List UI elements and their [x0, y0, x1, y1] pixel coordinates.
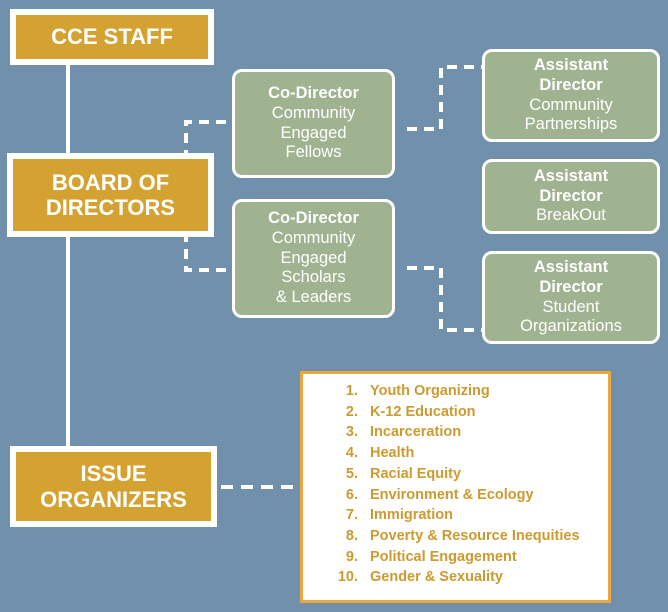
assistant-director-title: Director [539, 277, 603, 296]
co-director-line: Engaged [280, 248, 347, 267]
co-director-line: Engaged [280, 123, 347, 142]
co-director-line: Fellows [285, 143, 342, 162]
codirector1-assistant1-connector [407, 65, 482, 131]
issue-item: 10. Gender & Sexuality [303, 567, 608, 588]
assistant-director-line: Organizations [520, 317, 622, 336]
assistant-director-student-orgs-box: Assistant Director Student Organizations [482, 251, 660, 344]
assistant-director-line: Student [542, 297, 600, 316]
assistant-director-title: Director [539, 75, 603, 94]
issue-organizers-line-2: ORGANIZERS [40, 486, 187, 512]
issue-list: 1. Youth Organizing 2. K-12 Education 3. In… [303, 381, 608, 588]
co-director-line: Scholars [281, 268, 346, 287]
co-director-line: & Leaders [275, 288, 352, 307]
cce-staff-box: CCE STAFF [10, 9, 214, 65]
assistant-director-title: Director [539, 186, 603, 205]
issue-label: Immigration [370, 507, 453, 524]
co-director-title: Co-Director [268, 209, 359, 227]
assistant-director-title: Assistant [533, 257, 609, 276]
issue-item: 7. Immigration [303, 505, 608, 526]
issue-number: 10. [337, 569, 358, 586]
issue-number: 1. [345, 383, 358, 399]
assistant-director-partnerships-box: Assistant Director Community Partnership… [482, 49, 660, 142]
issue-item: 9. Political Engagement [303, 547, 608, 568]
issue-item: 2. K-12 Education [303, 402, 608, 423]
issue-number: 6. [345, 486, 358, 503]
assistant-director-line: BreakOut [536, 206, 606, 225]
co-director-title: Co-Director [268, 83, 359, 102]
issue-number: 3. [345, 424, 358, 441]
cce-staff-label: CCE STAFF [51, 24, 173, 50]
issue-item: 4. Health [303, 443, 608, 464]
assistant-director-breakout-box: Assistant Director BreakOut [482, 159, 660, 234]
issue-label: Political Engagement [370, 548, 517, 565]
issue-number: 9. [345, 548, 358, 565]
board-label-line-1: BOARD OF [51, 169, 170, 195]
issue-number: 2. [345, 403, 358, 420]
co-director-fellows-box: Co-Director Community Engaged Fellows [232, 69, 395, 178]
issue-item: 6. Environment & Ecology [303, 485, 608, 506]
issue-number: 7. [345, 507, 358, 524]
assistant-director-title: Assistant [533, 55, 609, 74]
issue-number: 8. [345, 527, 358, 544]
co-director-line: Community [271, 103, 356, 122]
issue-item: 5. Racial Equity [303, 464, 608, 485]
board-codirector1-connector [184, 120, 234, 160]
board-of-directors-box: BOARD OF DIRECTORS [7, 153, 214, 237]
codirector2-assistant3-connector [407, 266, 482, 332]
issue-number: 5. [345, 465, 358, 482]
assistant-director-title: Assistant [533, 166, 609, 185]
issue-label: Gender & Sexuality [370, 569, 503, 586]
assistant-director-line: Community [529, 95, 613, 114]
issue-number: 4. [345, 445, 358, 462]
issue-label: Incarceration [370, 424, 462, 441]
board-label-line-2: DIRECTORS [45, 195, 176, 220]
issue-organizers-line-1: ISSUE [80, 461, 147, 487]
issue-label: K-12 Education [370, 403, 476, 420]
board-codirector2-connector [184, 232, 234, 272]
issue-label: Health [370, 445, 415, 462]
issue-label: Racial Equity [370, 465, 462, 482]
co-director-scholars-box: Co-Director Community Engaged Scholars &… [232, 199, 395, 318]
issue-label: Youth Organizing [370, 383, 490, 399]
issue-item: 1. Youth Organizing [303, 381, 608, 402]
assistant-director-line: Partnerships [524, 115, 618, 134]
issue-organizers-box: ISSUE ORGANIZERS [10, 446, 217, 527]
issue-label: Environment & Ecology [370, 486, 534, 503]
issue-item: 3. Incarceration [303, 422, 608, 443]
issue-list-box: 1. Youth Organizing 2. K-12 Education 3. In… [300, 371, 611, 603]
issue-item: 8. Poverty & Resource Inequities [303, 526, 608, 547]
issue-label: Poverty & Resource Inequities [370, 527, 580, 544]
co-director-line: Community [271, 228, 356, 247]
